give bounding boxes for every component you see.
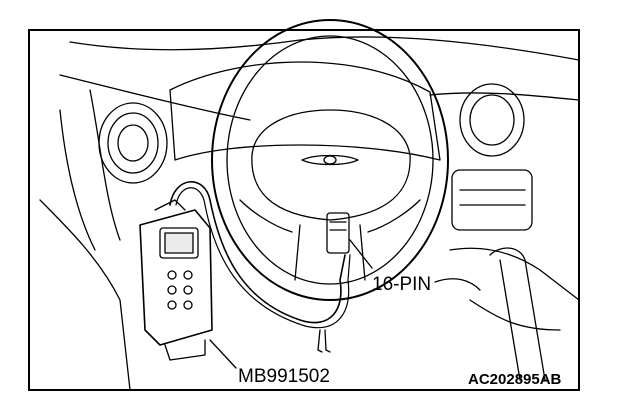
gear-shift — [489, 247, 546, 381]
steering-emblem — [301, 154, 359, 166]
left-air-vent — [98, 102, 168, 184]
dashboard-upper-edge — [59, 74, 251, 121]
right-air-vent — [459, 83, 525, 157]
connector-label: 16-PIN — [372, 274, 431, 295]
figure-reference: AC202895AB — [468, 371, 562, 388]
16-pin-connector — [326, 212, 350, 254]
scan-tool — [139, 199, 213, 361]
connector-pointer — [434, 278, 481, 291]
scan-tool-cable — [169, 181, 346, 324]
tool-label: MB991502 — [238, 366, 330, 387]
center-console-panel — [451, 169, 533, 231]
tool-leader-line — [209, 339, 237, 369]
scan-tool-screen — [159, 227, 199, 259]
connector-leader-line — [349, 239, 373, 269]
door-panel — [39, 199, 131, 391]
steering-hub — [251, 109, 411, 221]
dashboard-top-line — [69, 36, 580, 61]
dashboard-right-edge — [429, 92, 580, 101]
steering-wheel — [211, 19, 449, 301]
scan-tool-plug — [164, 339, 206, 361]
figure-frame — [28, 29, 580, 391]
